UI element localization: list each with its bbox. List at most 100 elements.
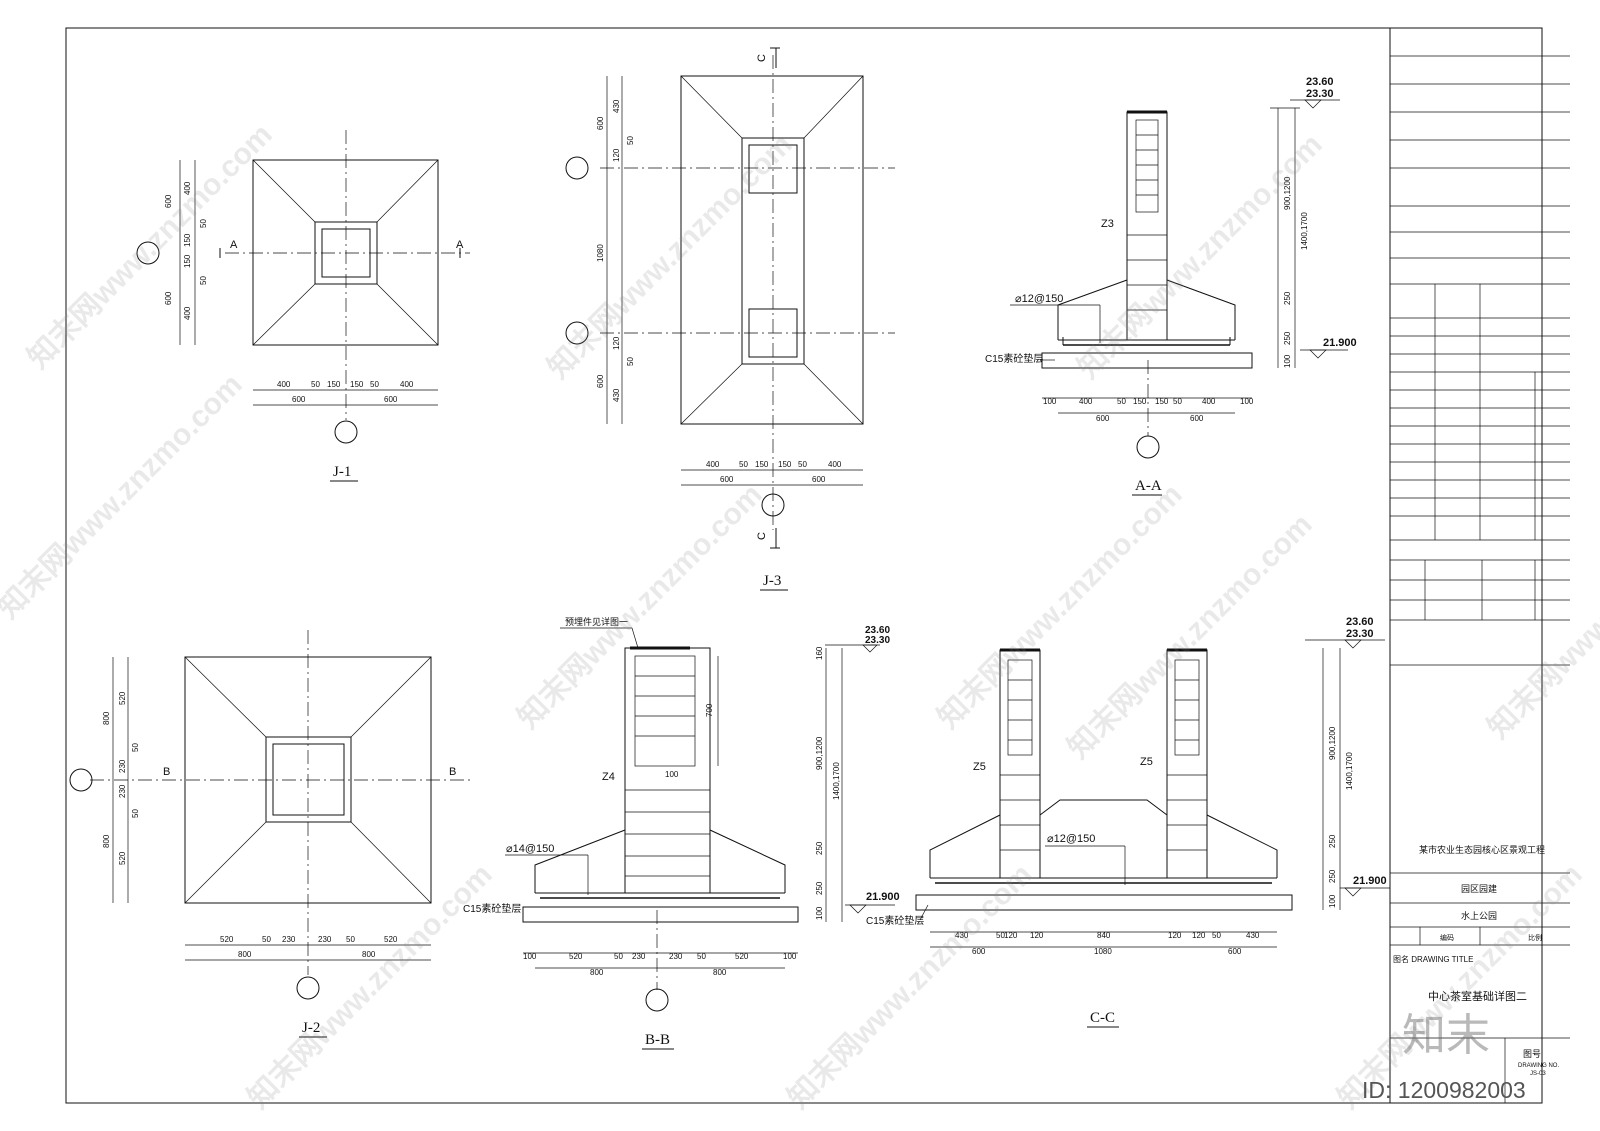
svg-text:100: 100 (665, 770, 679, 779)
elev-top1-bb: 23.60 (865, 625, 890, 636)
svg-text:知末网www.znzmo.com: 知末网www.znzmo.com (0, 368, 249, 625)
svg-text:50: 50 (697, 952, 706, 961)
svg-text:400: 400 (183, 306, 192, 320)
svg-text:50: 50 (262, 935, 271, 944)
svg-text:600: 600 (292, 395, 306, 404)
svg-text:400: 400 (1079, 397, 1093, 406)
section-mark-a-right: A (456, 239, 464, 251)
column-label-z4: Z4 (602, 771, 615, 783)
svg-text:600: 600 (164, 291, 173, 305)
tb-subproject: 园区园建 (1461, 883, 1497, 894)
svg-text:230: 230 (318, 935, 332, 944)
svg-text:知末网www.znzmo.com: 知末网www.znzmo.com (1072, 128, 1329, 385)
svg-text:520: 520 (220, 935, 234, 944)
cushion-label-aa: C15素砼垫层 (985, 352, 1043, 365)
elev-top1-aa: 23.60 (1306, 76, 1334, 88)
title-j1: J-1 (333, 464, 351, 480)
svg-text:120: 120 (1030, 931, 1044, 940)
svg-text:1400,1700: 1400,1700 (1345, 752, 1354, 790)
rebar-label-cc: ⌀12@150 (1047, 833, 1095, 845)
section-mark-b-right: B (449, 766, 456, 778)
plan-j3: C C 600 430 50 120 1080 120 50 600 430 4… (565, 47, 895, 591)
elev-base-cc: 21.900 (1353, 875, 1387, 887)
elev-top1-cc: 23.60 (1346, 616, 1374, 628)
svg-text:150: 150 (778, 460, 792, 469)
elev-top2-bb: 23.30 (865, 635, 890, 646)
tb-project: 某市农业生态园核心区景观工程 (1419, 844, 1545, 855)
svg-text:100: 100 (523, 952, 537, 961)
svg-text:430: 430 (955, 931, 969, 940)
svg-text:400: 400 (706, 460, 720, 469)
svg-text:120: 120 (1004, 931, 1018, 940)
tb-part: 水上公园 (1461, 910, 1497, 921)
svg-text:400: 400 (183, 181, 192, 195)
svg-text:600: 600 (1190, 414, 1204, 423)
rebar-label-bb: ⌀14@150 (506, 843, 554, 855)
sheet-border (65, 27, 1543, 1104)
svg-text:520: 520 (384, 935, 398, 944)
cushion-label-bb: C15素砼垫层 (463, 902, 521, 915)
svg-text:800: 800 (238, 950, 252, 959)
tb-drawing-title: 中心茶室基础详图二 (1428, 989, 1527, 1003)
svg-text:520: 520 (569, 952, 583, 961)
svg-text:600: 600 (812, 475, 826, 484)
svg-text:250: 250 (1328, 869, 1337, 883)
svg-text:600: 600 (1096, 414, 1110, 423)
svg-text:230: 230 (118, 784, 127, 798)
svg-text:250: 250 (1283, 291, 1292, 305)
svg-text:400: 400 (828, 460, 842, 469)
svg-text:50: 50 (626, 136, 635, 145)
svg-text:150: 150 (755, 460, 769, 469)
svg-text:150: 150 (350, 380, 364, 389)
tb-drawing-no-label: 图号 (1523, 1049, 1541, 1059)
svg-text:知末网www.znzmo.com: 知末网www.znzmo.com (512, 478, 769, 735)
svg-text:800: 800 (102, 834, 111, 848)
svg-text:50: 50 (311, 380, 320, 389)
svg-text:50: 50 (626, 357, 635, 366)
svg-text:50: 50 (370, 380, 379, 389)
svg-text:520: 520 (735, 952, 749, 961)
svg-text:知末网www.znzmo.com: 知末网www.znzmo.com (22, 118, 279, 375)
title-aa: A-A (1135, 478, 1162, 494)
svg-text:520: 520 (118, 851, 127, 865)
svg-text:250: 250 (815, 881, 824, 895)
svg-text:50: 50 (199, 219, 208, 228)
svg-text:900,1200: 900,1200 (1328, 726, 1337, 760)
svg-text:50: 50 (199, 276, 208, 285)
svg-text:430: 430 (1246, 931, 1260, 940)
svg-text:250: 250 (1328, 834, 1337, 848)
section-mark-c-top: C (756, 54, 768, 62)
cushion-label-cc: C15素砼垫层 (866, 914, 924, 927)
svg-text:50: 50 (1173, 397, 1182, 406)
svg-text:160: 160 (815, 646, 824, 660)
svg-text:600: 600 (1228, 947, 1242, 956)
svg-text:800: 800 (102, 711, 111, 725)
svg-text:100: 100 (1043, 397, 1057, 406)
section-mark-a-left: A (230, 239, 238, 251)
elev-base-bb: 21.900 (866, 891, 900, 903)
tb-title-label: 图名 DRAWING TITLE (1393, 954, 1473, 964)
svg-text:120: 120 (612, 336, 621, 350)
svg-text:430: 430 (612, 388, 621, 402)
svg-text:100: 100 (1283, 354, 1292, 368)
svg-text:50: 50 (798, 460, 807, 469)
tb-cell-b: 比例 (1528, 933, 1542, 942)
svg-text:150: 150 (183, 254, 192, 268)
title-block: 某市农业生态园核心区景观工程 园区园建 水上公园 编码 比例 图名 DRAWIN… (1390, 55, 1570, 1103)
svg-text:520: 520 (118, 691, 127, 705)
svg-text:50: 50 (131, 743, 140, 752)
svg-text:250: 250 (1283, 331, 1292, 345)
column-label-z5-left: Z5 (973, 761, 986, 773)
svg-text:400: 400 (1202, 397, 1216, 406)
svg-text:150: 150 (1133, 397, 1147, 406)
svg-text:230: 230 (118, 759, 127, 773)
id-label: ID: 1200982003 (1362, 1077, 1526, 1103)
svg-text:600: 600 (972, 947, 986, 956)
svg-text:120: 120 (1168, 931, 1182, 940)
svg-text:800: 800 (362, 950, 376, 959)
title-j2: J-2 (302, 1020, 320, 1036)
